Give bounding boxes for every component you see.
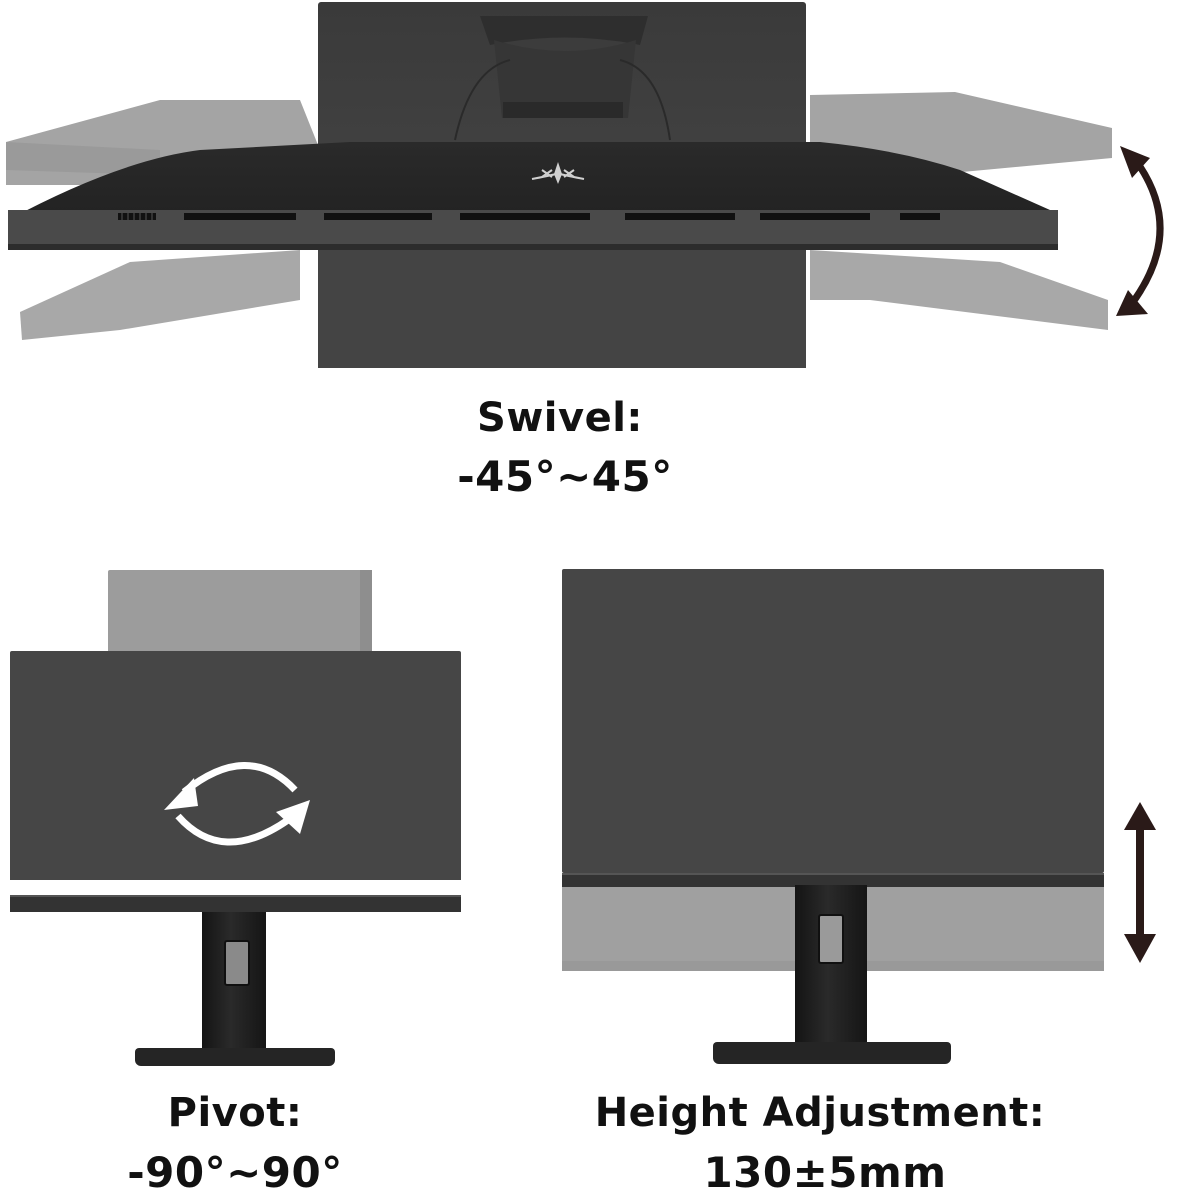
height-main-monitor xyxy=(562,569,1104,873)
swivel-monitor-graphic xyxy=(6,2,1112,368)
swivel-illustration xyxy=(0,0,1190,380)
height-stand xyxy=(795,885,867,1045)
height-range: 130±5mm xyxy=(703,1148,947,1197)
pivot-stand xyxy=(202,912,266,1062)
pivot-cable-clip xyxy=(224,940,250,986)
pivot-stand-base xyxy=(135,1048,335,1066)
pivot-monitor-bezel xyxy=(10,895,461,912)
height-cable-clip xyxy=(818,914,844,964)
swivel-title: Swivel: xyxy=(477,395,643,441)
vertical-double-arrow-icon xyxy=(1120,800,1160,965)
pivot-range: -90°~90° xyxy=(127,1148,343,1197)
swivel-range: -45°~45° xyxy=(457,452,673,501)
curved-double-arrow-icon xyxy=(1110,140,1180,320)
pivot-title: Pivot: xyxy=(167,1090,303,1136)
height-title: Height Adjustment: xyxy=(594,1090,1046,1136)
rotate-arrows-icon xyxy=(160,750,310,860)
height-monitor-bezel xyxy=(562,873,1104,887)
height-stand-base xyxy=(713,1042,951,1064)
logo-emblem-icon xyxy=(528,160,588,186)
